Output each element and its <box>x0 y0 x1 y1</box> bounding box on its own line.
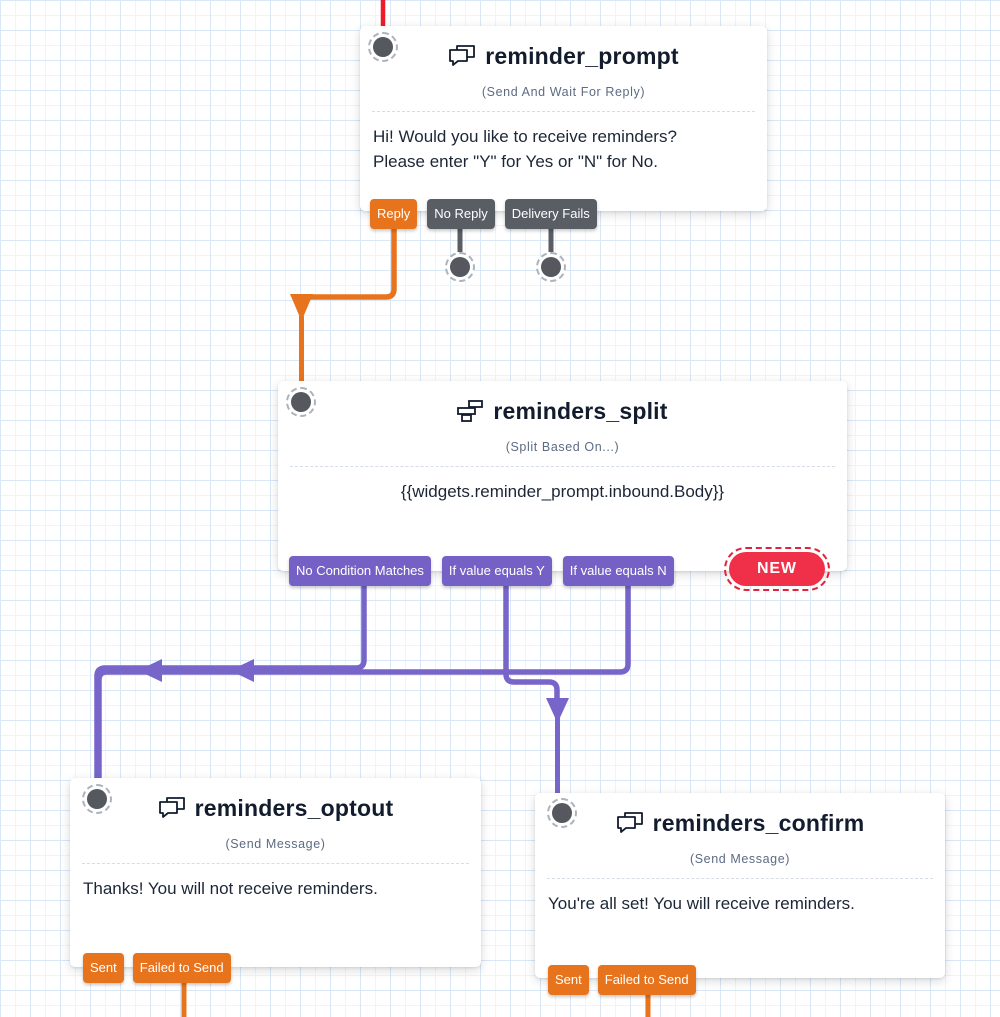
chat-bubbles-icon <box>616 812 643 833</box>
chat-bubbles-icon <box>449 45 476 66</box>
connector-dot <box>552 803 572 823</box>
widget-title-row: reminders_optout <box>70 778 481 824</box>
widget-type-label: (Send And Wait For Reply) <box>481 85 646 99</box>
transitions-row: Reply No Reply Delivery Fails <box>370 199 597 229</box>
widget-body: {{widgets.reminder_prompt.inbound.Body}} <box>400 482 725 501</box>
transition-if-value-equals-n-button[interactable]: If value equals N <box>562 556 674 586</box>
transitions-row: Sent Failed to Send <box>548 965 696 995</box>
widget-input-connector[interactable] <box>82 784 112 814</box>
split-bars-icon <box>457 400 484 422</box>
equals-y-connector <box>503 584 560 700</box>
transitions-row: Sent Failed to Send <box>83 953 231 983</box>
transition-if-value-equals-y-button[interactable]: If value equals Y <box>441 556 552 586</box>
widget-card-reminders-optout[interactable]: reminders_optout (Send Message) Thanks! … <box>70 778 481 983</box>
transition-sent-button[interactable]: Sent <box>548 965 589 995</box>
transition-no-condition-matches-button[interactable]: No Condition Matches <box>289 556 431 586</box>
divider <box>82 863 469 864</box>
widget-body: Hi! Would you like to receive reminders?… <box>360 112 767 186</box>
connector-dot <box>87 789 107 809</box>
widget-card-reminders-confirm[interactable]: reminders_confirm (Send Message) You're … <box>535 793 945 995</box>
left-arrowhead-2 <box>230 659 254 682</box>
widget-input-connector[interactable] <box>368 32 398 62</box>
widget-input-connector[interactable] <box>547 798 577 828</box>
widget-type-label: (Split Based On...) <box>505 440 620 454</box>
widget-input-connector[interactable] <box>286 387 316 417</box>
widget-type-label: (Send Message) <box>225 837 326 851</box>
no-reply-endpoint[interactable] <box>445 252 475 282</box>
widget-title-row: reminders_split <box>278 381 847 427</box>
delivery-fails-endpoint[interactable] <box>536 252 566 282</box>
widget-title-row: reminders_confirm <box>535 793 945 839</box>
transition-failed-to-send-button[interactable]: Failed to Send <box>132 953 231 983</box>
new-transition-badge[interactable]: NEW <box>729 552 825 586</box>
no-match-connector <box>94 584 367 784</box>
divider <box>547 878 933 879</box>
reply-connector-arrowhead <box>290 294 313 321</box>
widget-body: You're all set! You will receive reminde… <box>548 894 855 913</box>
chat-bubbles-icon <box>158 797 185 818</box>
body-line: Hi! Would you like to receive reminders? <box>373 127 677 146</box>
left-arrowhead-1 <box>138 659 162 682</box>
transition-failed-to-send-button[interactable]: Failed to Send <box>597 965 696 995</box>
endpoint-dot <box>541 257 561 277</box>
widget-title: reminder_prompt <box>485 42 679 69</box>
equals-n-connector <box>96 584 631 784</box>
widget-title: reminders_confirm <box>652 809 865 836</box>
transition-delivery-fails-button[interactable]: Delivery Fails <box>504 199 597 229</box>
new-transition-badge-ring: NEW <box>724 547 830 591</box>
endpoint-dot <box>450 257 470 277</box>
transition-sent-button[interactable]: Sent <box>83 953 124 983</box>
divider <box>372 111 755 112</box>
reply-connector <box>309 228 397 300</box>
widget-title: reminders_split <box>493 397 668 424</box>
widget-card-reminder-prompt[interactable]: reminder_prompt (Send And Wait For Reply… <box>360 26 767 229</box>
down-arrowhead <box>546 698 569 723</box>
connector-dot <box>373 37 393 57</box>
transition-no-reply-button[interactable]: No Reply <box>427 199 495 229</box>
widget-type-label: (Send Message) <box>689 852 791 866</box>
widget-title-row: reminder_prompt <box>360 26 767 72</box>
widget-card-reminders-split[interactable]: reminders_split (Split Based On...) {{wi… <box>278 381 847 591</box>
transition-reply-button[interactable]: Reply <box>370 199 418 229</box>
divider <box>290 466 835 467</box>
connector-dot <box>291 392 311 412</box>
body-line: Please enter "Y" for Yes or "N" for No. <box>373 152 658 171</box>
widget-body: Thanks! You will not receive reminders. <box>83 879 378 898</box>
transitions-row: No Condition Matches If value equals Y I… <box>289 556 674 586</box>
widget-title: reminders_optout <box>194 794 394 821</box>
